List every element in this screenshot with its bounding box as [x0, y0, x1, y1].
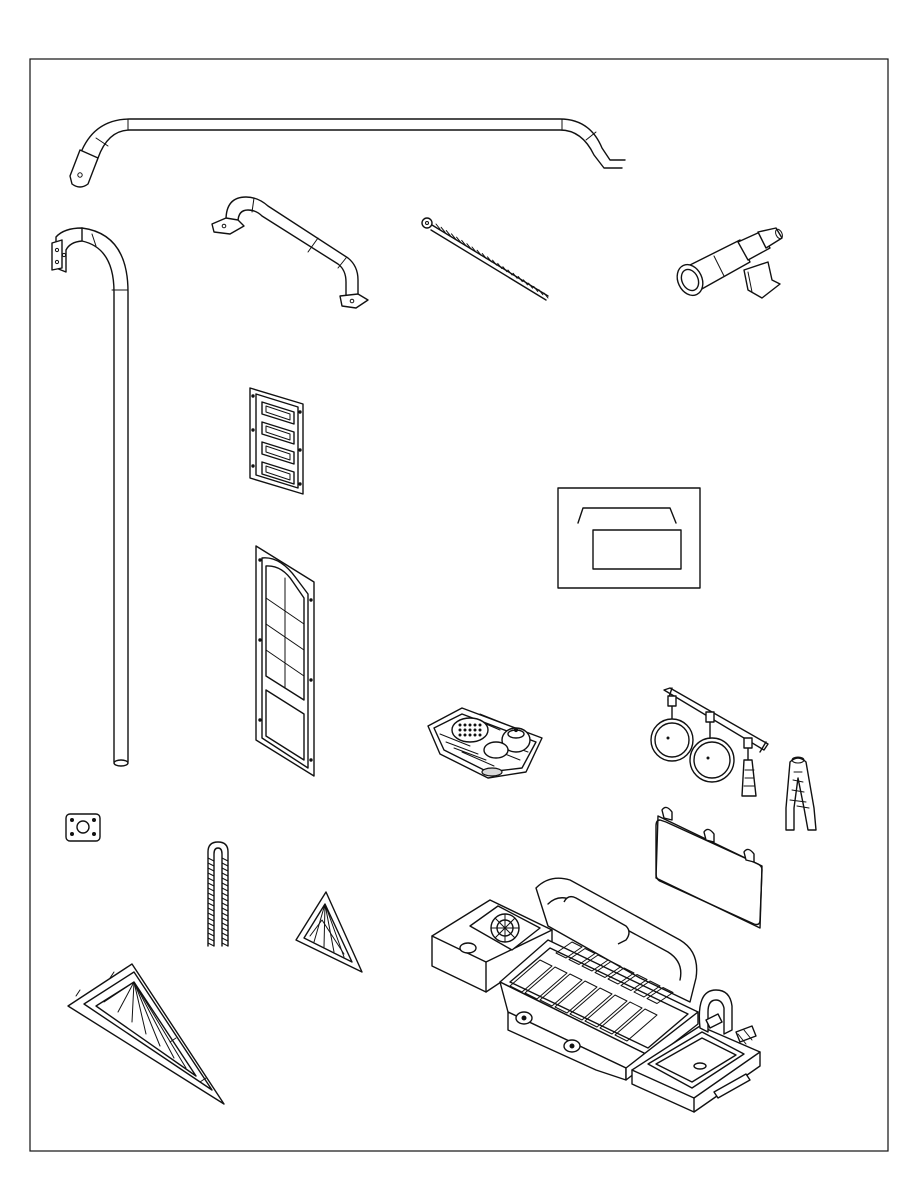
- page-border: [30, 59, 888, 1151]
- thread-mark: [222, 908, 228, 911]
- thread-mark: [222, 878, 228, 881]
- dot: [479, 734, 481, 736]
- dot: [474, 729, 476, 731]
- thread-mark: [208, 893, 214, 896]
- food-basket-icon: [428, 708, 542, 778]
- dot: [479, 729, 481, 731]
- thread-mark: [208, 908, 214, 911]
- thread-mark: [222, 913, 228, 916]
- tall-post-icon: [52, 228, 128, 766]
- dot: [469, 734, 471, 736]
- dot: [474, 724, 476, 726]
- thread-mark: [208, 933, 214, 936]
- dot: [464, 734, 466, 736]
- thread-mark: [222, 863, 228, 866]
- thread-mark: [222, 883, 228, 886]
- thread-mark: [222, 893, 228, 896]
- dot: [464, 724, 466, 726]
- thread-mark: [222, 943, 228, 946]
- dot: [459, 724, 461, 726]
- top-arch-bar-icon: [70, 119, 625, 187]
- thread-mark: [222, 898, 228, 901]
- small-window-panel-icon: [250, 388, 303, 494]
- thread-mark: [222, 903, 228, 906]
- dot: [464, 729, 466, 731]
- rod-twist-mark: [518, 277, 522, 282]
- thread-mark: [208, 918, 214, 921]
- grab-handle-icon: [212, 197, 368, 308]
- thread-mark: [222, 933, 228, 936]
- thread-mark: [208, 883, 214, 886]
- dot: [469, 729, 471, 731]
- dot: [479, 724, 481, 726]
- thread-mark: [208, 938, 214, 941]
- thread-mark: [222, 868, 228, 871]
- thread-mark: [208, 898, 214, 901]
- thread-mark: [208, 863, 214, 866]
- large-gable-icon: [68, 964, 224, 1104]
- thread-mark: [208, 923, 214, 926]
- dot: [469, 724, 471, 726]
- thread-mark: [222, 888, 228, 891]
- tongs-icon: [786, 757, 816, 830]
- small-gable-icon: [296, 892, 362, 972]
- thread-mark: [222, 928, 228, 931]
- dot: [459, 729, 461, 731]
- play-kitchen-icon: [432, 878, 760, 1112]
- thread-mark: [208, 878, 214, 881]
- mount-plate-icon: [66, 814, 100, 841]
- pan-rack-icon: [651, 688, 768, 796]
- dot: [474, 734, 476, 736]
- label-frame-icon: [558, 488, 700, 588]
- thread-mark: [222, 858, 228, 861]
- thread-mark: [208, 873, 214, 876]
- arched-door-panel-icon: [256, 546, 314, 776]
- thread-mark: [222, 938, 228, 941]
- telescope-icon: [672, 228, 783, 300]
- thread-mark: [208, 888, 214, 891]
- dot: [459, 734, 461, 736]
- thread-mark: [222, 923, 228, 926]
- thread-mark: [222, 918, 228, 921]
- thread-mark: [208, 858, 214, 861]
- thread-mark: [208, 868, 214, 871]
- u-bolt-icon: [208, 842, 228, 946]
- thread-mark: [208, 903, 214, 906]
- menu-board-icon: [656, 807, 762, 928]
- thread-mark: [208, 928, 214, 931]
- thread-mark: [208, 943, 214, 946]
- twisted-rod-icon: [422, 218, 548, 300]
- thread-mark: [222, 873, 228, 876]
- thread-mark: [208, 913, 214, 916]
